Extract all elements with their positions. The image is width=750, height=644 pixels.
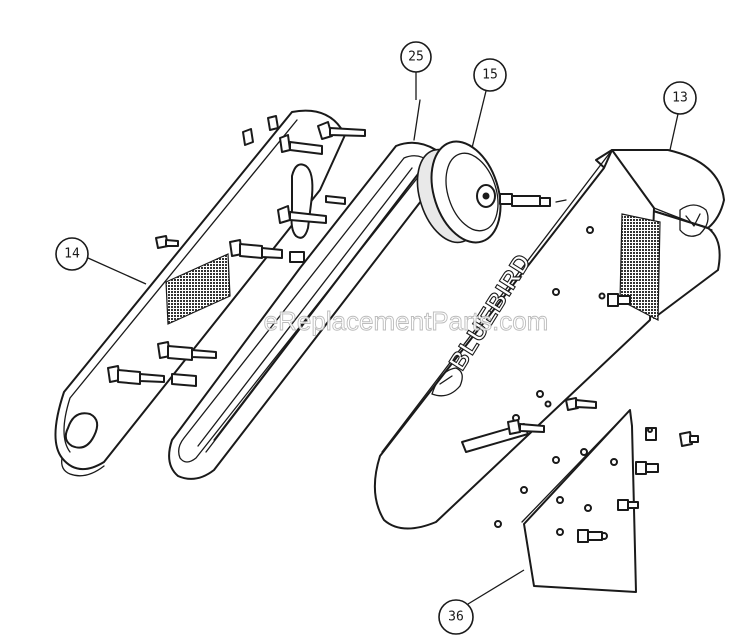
callout-36: 36 bbox=[438, 569, 525, 635]
callout-label-13: 13 bbox=[672, 91, 688, 106]
callout-15: 15 bbox=[471, 58, 507, 149]
callout-label-36: 36 bbox=[448, 610, 464, 625]
mounting-hardware-right bbox=[635, 427, 699, 475]
callout-label-14: 14 bbox=[64, 247, 80, 262]
callout-label-15: 15 bbox=[482, 68, 498, 83]
drive-belt bbox=[168, 99, 449, 480]
callout-label-25: 25 bbox=[408, 50, 424, 65]
watermark-text: eReplacementParts.com bbox=[264, 306, 549, 336]
bracket-plate bbox=[494, 409, 639, 593]
callout-14: 14 bbox=[55, 237, 147, 285]
callout-25: 25 bbox=[400, 41, 432, 100]
callout-13: 13 bbox=[663, 81, 697, 151]
pulley bbox=[416, 140, 567, 244]
belt-housing: BLUEBIRD bbox=[373, 149, 725, 530]
